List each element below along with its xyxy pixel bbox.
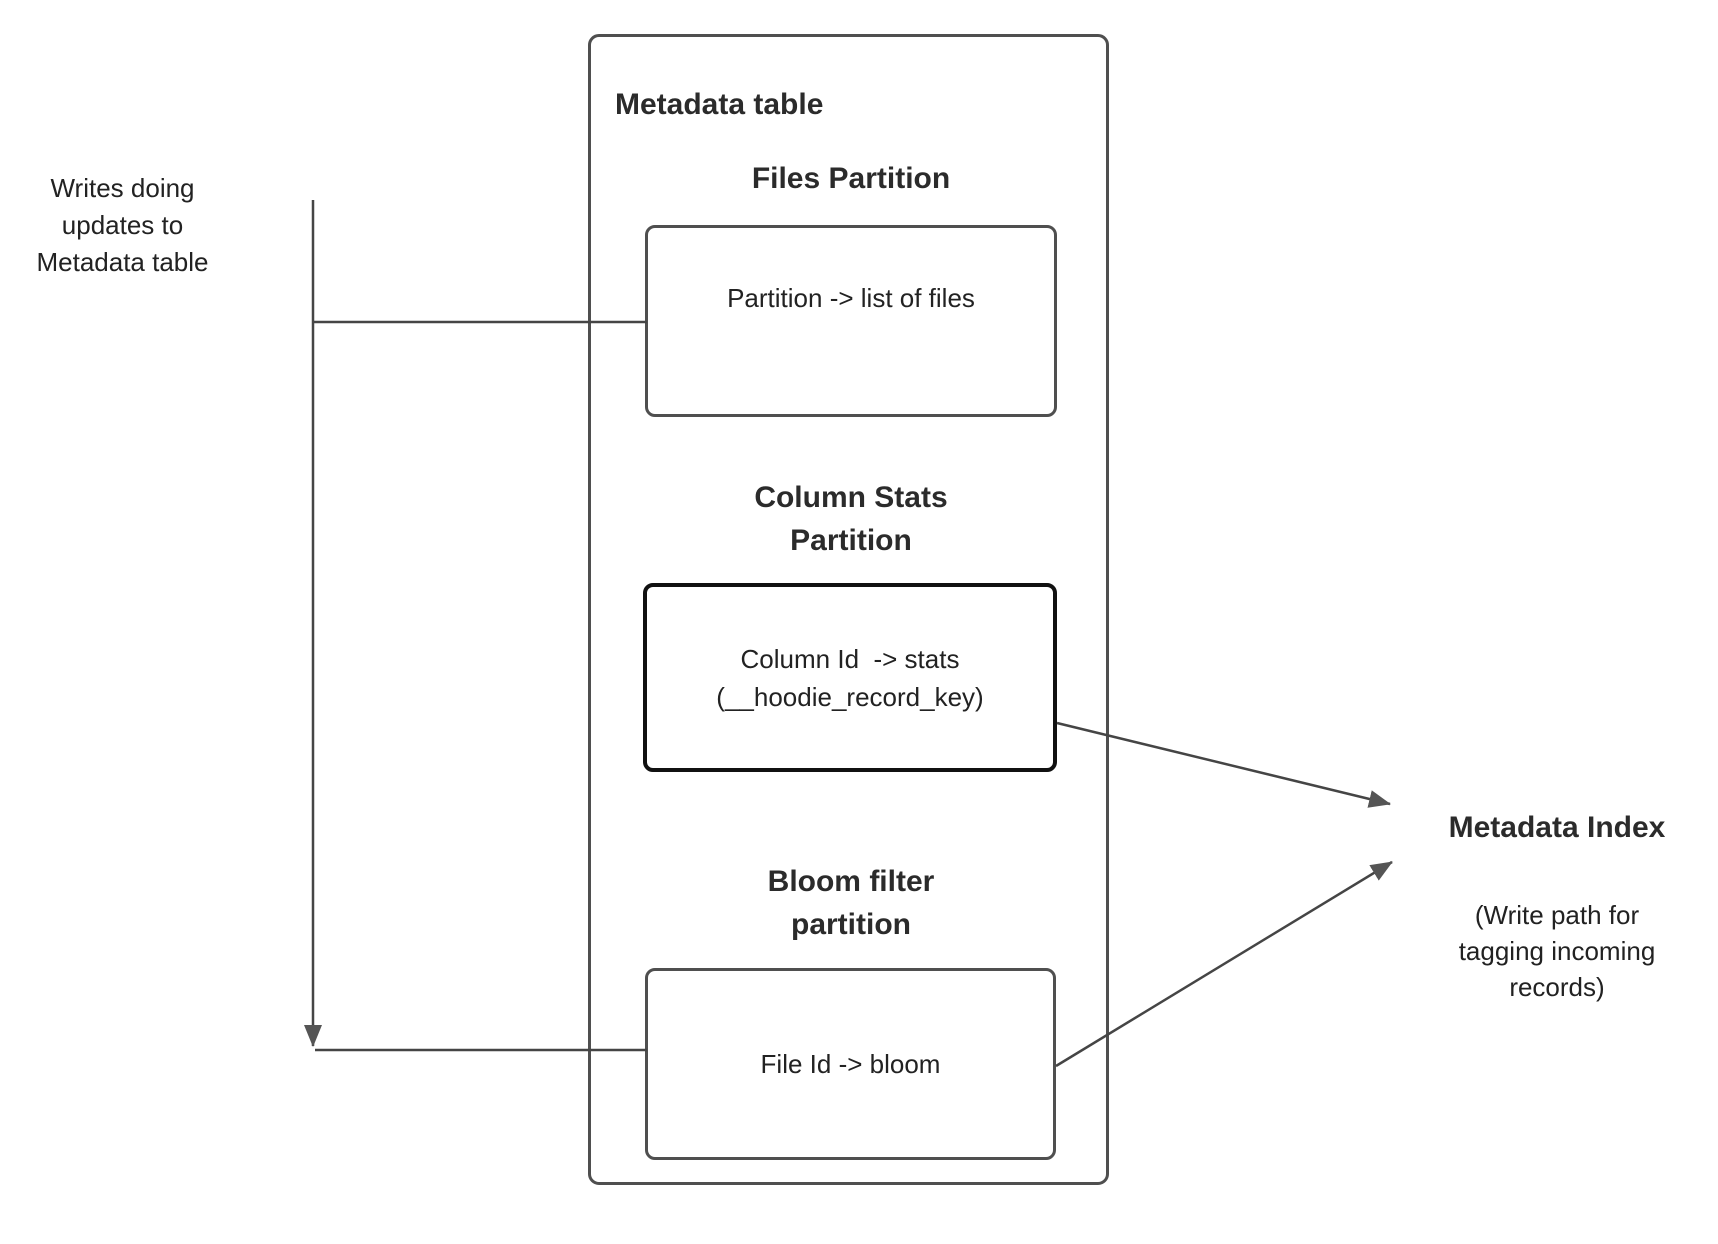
metadata-index-group: Metadata Index (Write path for tagging i… <box>1405 806 1709 1005</box>
files-partition-label: Partition -> list of files <box>727 283 975 313</box>
column-stats-partition-box: Column Id -> stats (__hoodie_record_key) <box>643 583 1057 772</box>
metadata-table-title: Metadata table <box>615 88 824 121</box>
files-partition-heading: Files Partition <box>751 162 951 195</box>
files-partition-box: Partition -> list of files <box>645 225 1057 417</box>
column-stats-partition-heading: Column Stats Partition <box>754 481 948 557</box>
bloom-filter-partition-box: File Id -> bloom <box>645 968 1056 1160</box>
metadata-index-title: Metadata Index <box>1448 811 1666 844</box>
column-stats-partition-label: Column Id -> stats (__hoodie_record_key) <box>716 643 984 712</box>
metadata-index-subtitle: (Write path for tagging incoming records… <box>1458 900 1656 1002</box>
bloom-filter-partition-heading: Bloom filter partition <box>767 865 935 941</box>
writes-note: Writes doing updates to Metadata table <box>36 173 209 277</box>
bloom-filter-partition-label: File Id -> bloom <box>760 1049 941 1079</box>
